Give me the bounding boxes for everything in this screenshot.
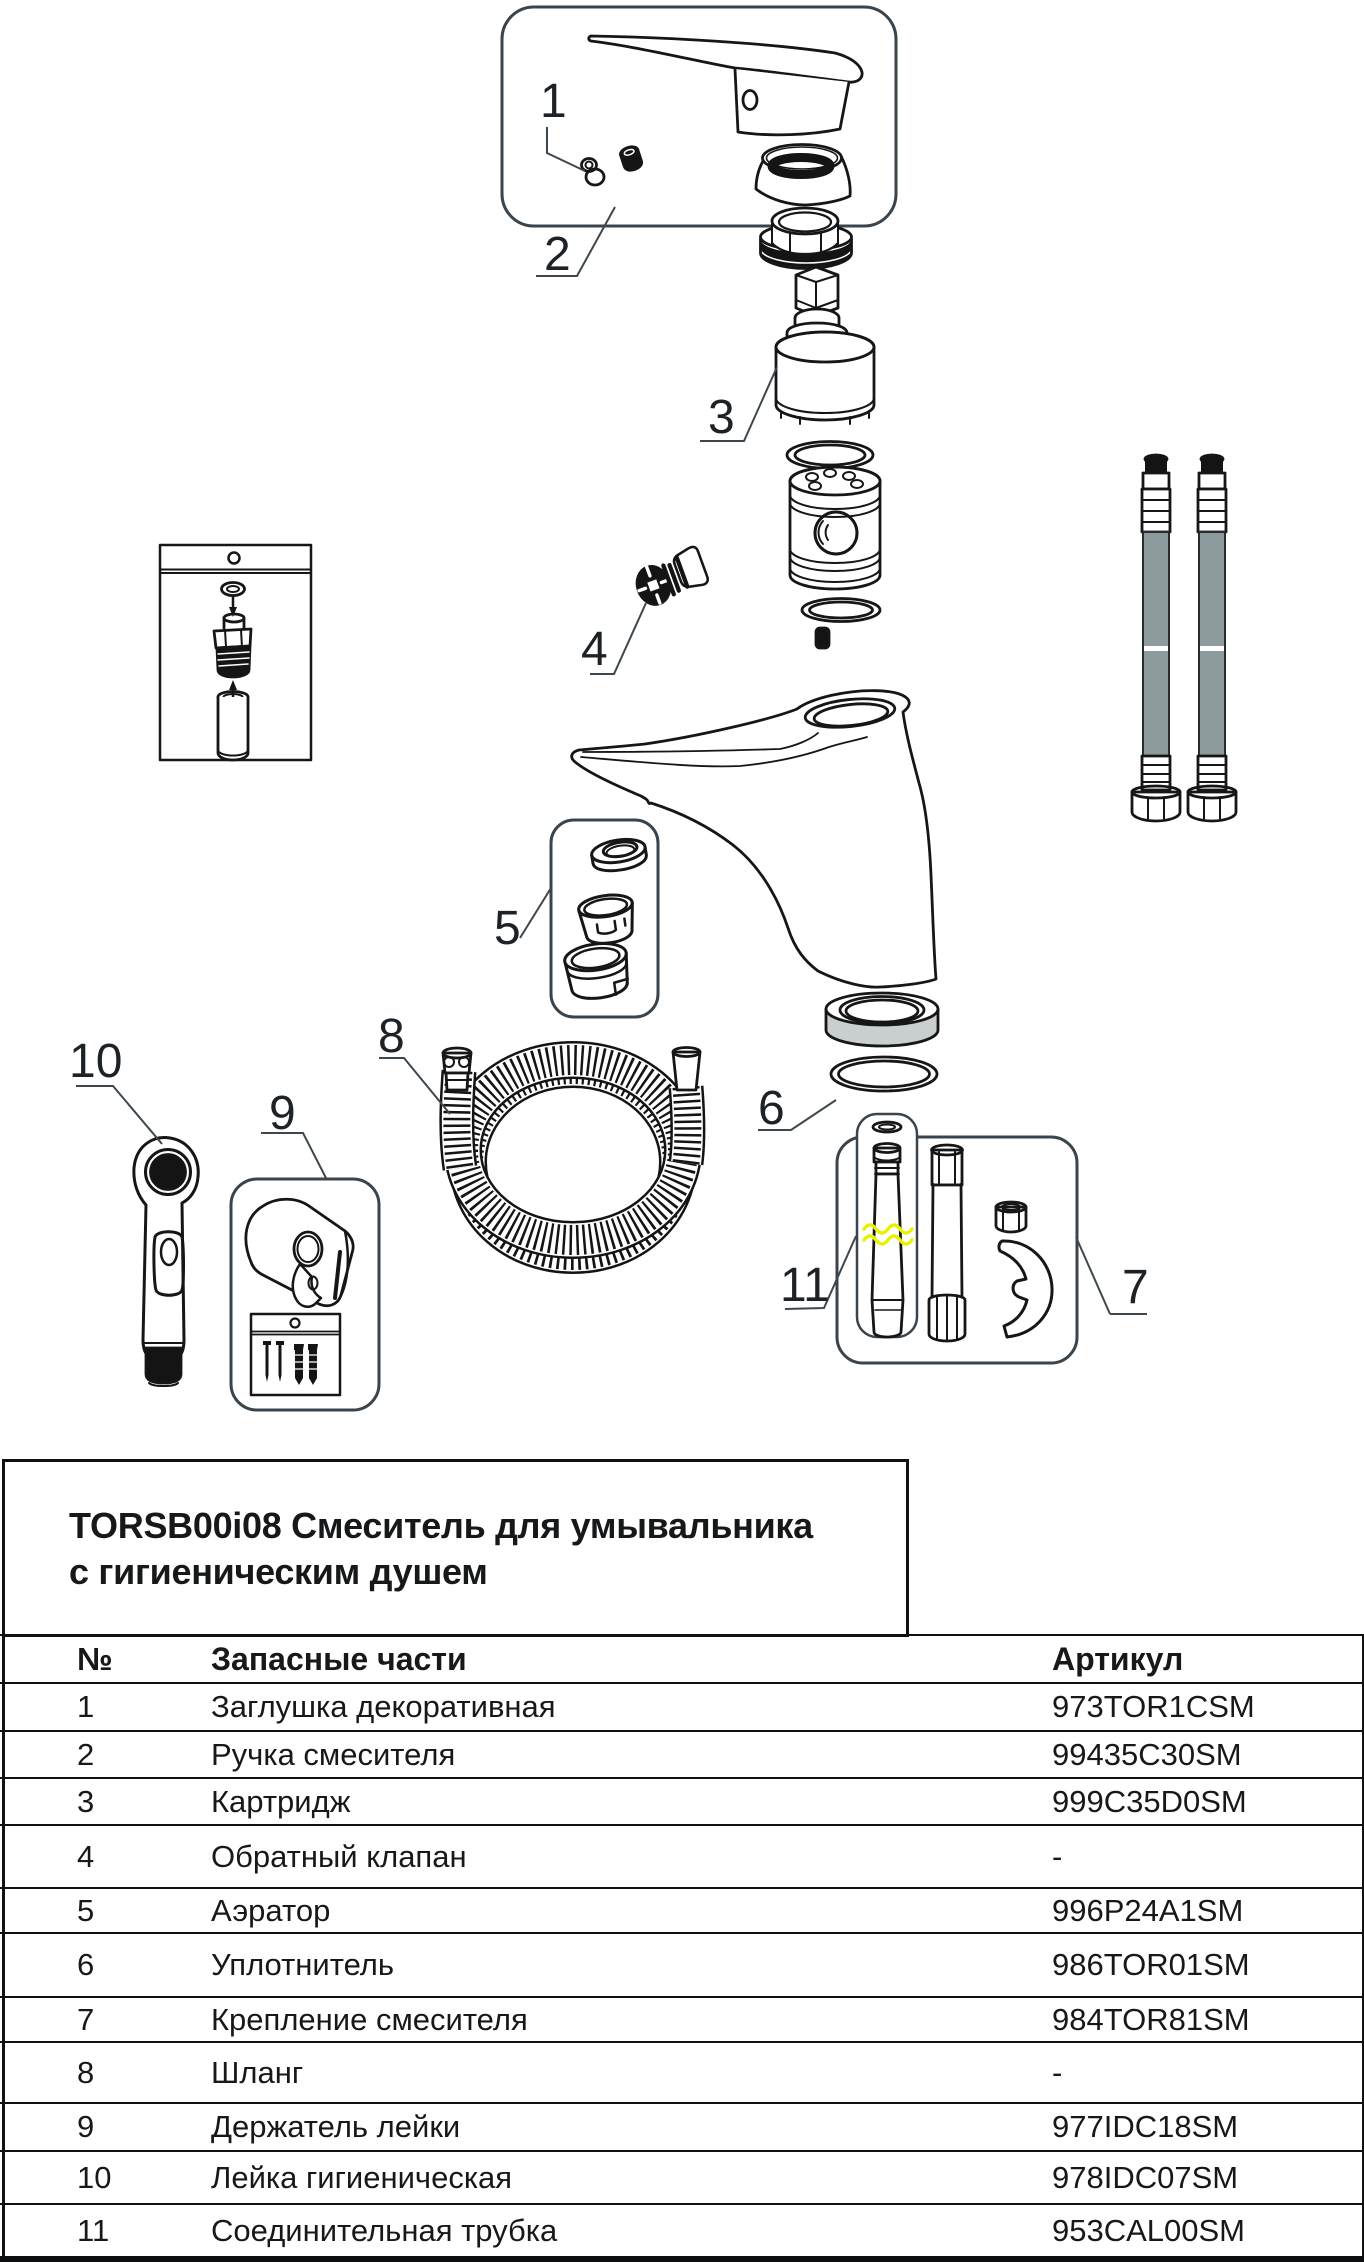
svg-text:9: 9 bbox=[269, 1087, 296, 1140]
svg-text:6: 6 bbox=[758, 1082, 785, 1135]
svg-text:3: 3 bbox=[708, 391, 735, 444]
svg-text:8: 8 bbox=[378, 1010, 405, 1063]
svg-text:1: 1 bbox=[540, 75, 567, 128]
svg-text:5: 5 bbox=[494, 902, 521, 955]
svg-text:11: 11 bbox=[780, 1259, 830, 1312]
svg-text:10: 10 bbox=[69, 1035, 122, 1088]
svg-text:7: 7 bbox=[1122, 1261, 1149, 1314]
svg-text:2: 2 bbox=[544, 228, 571, 281]
svg-text:4: 4 bbox=[581, 623, 608, 676]
